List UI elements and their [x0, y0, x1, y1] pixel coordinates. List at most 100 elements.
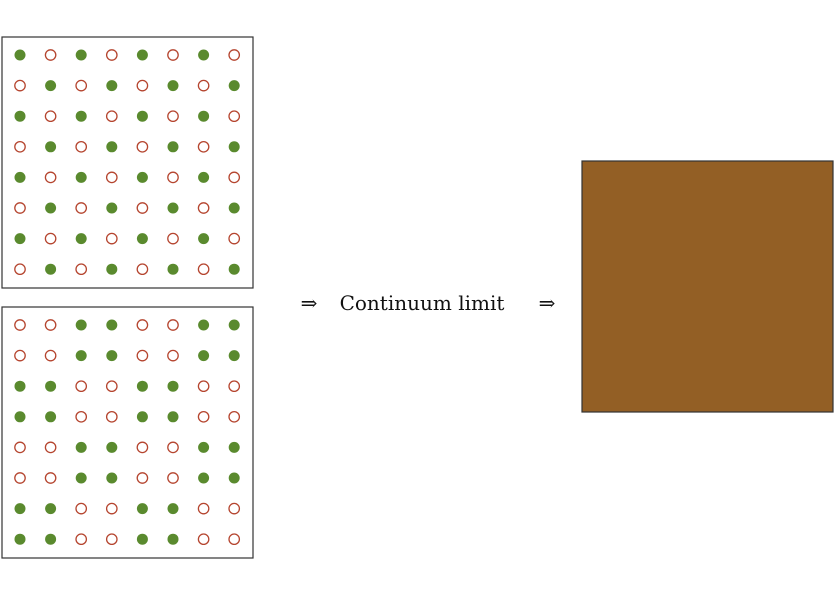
filled-dot [136, 171, 148, 183]
filled-dot [198, 171, 210, 183]
open-dot [136, 140, 149, 153]
filled-dot [167, 263, 179, 275]
filled-dot [106, 263, 118, 275]
open-dot [197, 533, 210, 546]
filled-dot [136, 233, 148, 245]
filled-dot [106, 141, 118, 153]
open-dot [105, 110, 118, 123]
filled-dot [167, 411, 179, 423]
filled-dot [198, 350, 210, 362]
arrow-right: ⇒ [539, 291, 556, 315]
filled-dot [75, 49, 87, 61]
filled-dot [136, 533, 148, 545]
filled-dot [14, 171, 26, 183]
open-dot [136, 79, 149, 92]
open-dot [136, 472, 149, 484]
filled-dot [75, 350, 87, 362]
open-dot [136, 202, 149, 214]
filled-dot [106, 472, 118, 484]
filled-dot [75, 441, 87, 453]
filled-dot [45, 80, 57, 92]
open-dot [105, 380, 118, 393]
open-dot [228, 533, 241, 546]
filled-dot [45, 411, 57, 423]
open-dot [14, 349, 26, 362]
filled-dot [14, 233, 26, 245]
filled-dot [136, 110, 148, 122]
top-lattice-panel [1, 36, 254, 289]
open-dot [75, 533, 88, 546]
open-dot [197, 79, 210, 92]
open-dot [14, 140, 26, 153]
continuum-limit-label: Continuum limit [340, 291, 505, 315]
open-dot [228, 232, 241, 245]
open-dot [44, 319, 57, 331]
filled-dot [198, 110, 210, 122]
filled-dot [198, 233, 210, 245]
filled-dot [136, 49, 148, 61]
open-dot [75, 380, 88, 393]
filled-dot [198, 49, 210, 61]
filled-dot [136, 411, 148, 423]
open-dot [136, 349, 149, 362]
open-dot [197, 140, 210, 153]
filled-dot [228, 141, 240, 153]
open-dot [197, 263, 210, 276]
filled-dot [45, 380, 57, 392]
filled-dot [45, 141, 57, 153]
open-dot [105, 232, 118, 245]
open-dot [197, 502, 210, 515]
open-dot [44, 49, 57, 61]
open-dot [14, 202, 26, 214]
filled-dot [45, 263, 57, 275]
arrow-left: ⇒ [301, 291, 318, 315]
filled-dot [14, 49, 26, 61]
open-dot [197, 410, 210, 423]
bottom-lattice-border [1, 306, 254, 559]
filled-dot [106, 202, 118, 214]
filled-dot [136, 380, 148, 392]
open-dot [75, 140, 88, 153]
open-dot [14, 472, 26, 484]
filled-dot [228, 263, 240, 275]
continuum-square [581, 160, 834, 413]
filled-dot [167, 503, 179, 515]
bottom-lattice-panel [1, 306, 254, 559]
filled-dot [228, 472, 240, 484]
open-dot [105, 171, 118, 184]
open-dot [75, 202, 88, 214]
open-dot [75, 502, 88, 515]
filled-dot [14, 411, 26, 423]
open-dot [228, 410, 241, 423]
filled-dot [228, 441, 240, 453]
open-dot [44, 110, 57, 123]
filled-dot [75, 110, 87, 122]
filled-dot [106, 80, 118, 92]
open-dot [167, 349, 179, 362]
top-lattice-border [1, 36, 254, 289]
open-dot [136, 441, 149, 454]
filled-dot [106, 319, 118, 331]
filled-dot [167, 202, 179, 214]
open-dot [167, 171, 179, 184]
open-dot [197, 202, 210, 214]
open-dot [105, 502, 118, 515]
filled-dot [45, 202, 57, 214]
filled-dot [75, 319, 87, 331]
open-dot [167, 319, 179, 331]
filled-dot [198, 472, 210, 484]
filled-dot [14, 533, 26, 545]
filled-dot [75, 472, 87, 484]
open-dot [105, 49, 118, 61]
open-dot [14, 441, 26, 454]
filled-dot [45, 533, 57, 545]
filled-dot [75, 171, 87, 183]
filled-dot [228, 350, 240, 362]
open-dot [136, 263, 149, 276]
filled-dot [106, 350, 118, 362]
filled-dot [75, 233, 87, 245]
filled-dot [167, 141, 179, 153]
filled-dot [198, 319, 210, 331]
open-dot [167, 232, 179, 245]
open-dot [105, 410, 118, 423]
